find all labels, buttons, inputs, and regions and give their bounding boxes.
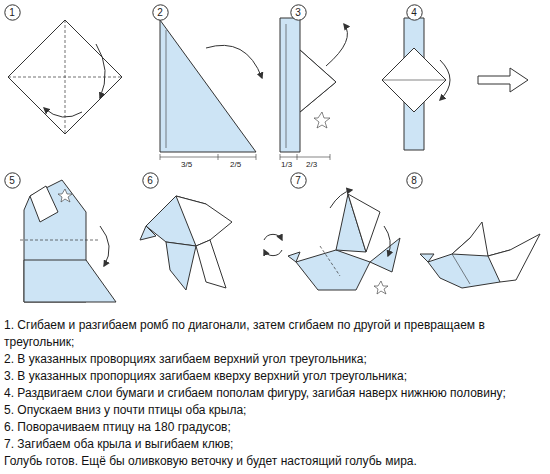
bird-wing <box>452 222 488 256</box>
instruction-text: 3. В указанных пропорциях загибаем кверх… <box>4 368 544 385</box>
paper-diamond <box>382 48 446 112</box>
step-number-text: 7 <box>290 172 307 189</box>
bird-wing <box>176 196 232 246</box>
press-star <box>314 112 330 128</box>
fold-line <box>20 240 100 241</box>
paper-edge <box>286 24 287 148</box>
step-number: 4 <box>406 4 423 21</box>
step-number-text: 1 <box>4 4 21 21</box>
dimension-tick <box>160 154 161 160</box>
instruction-text: 5. Опускаем вниз у почти птицы оба крыла… <box>4 402 544 419</box>
press-star <box>58 189 72 202</box>
fold-line <box>320 246 340 276</box>
step-number: 5 <box>4 172 21 189</box>
fold-line <box>382 80 446 81</box>
dimension-tick <box>256 154 257 160</box>
step-number-text: 8 <box>406 172 423 189</box>
step-number: 1 <box>4 4 21 21</box>
instruction-text: Голубь готов. Ещё бы оливковую веточку и… <box>4 453 544 470</box>
step-number-text: 5 <box>4 172 21 189</box>
fold-arrow <box>384 226 390 256</box>
step-circle-outline <box>406 4 421 19</box>
instruction-text: 7. Загибаем оба крыла и выгибаем клюв; <box>4 436 544 453</box>
step-number-text: 4 <box>406 4 423 21</box>
step-circle-outline <box>4 172 19 187</box>
bird-tail <box>370 238 400 272</box>
instructions: 1. Сгибаем и разгибаем ромб по диагонали… <box>4 317 544 470</box>
step-number: 6 <box>142 172 159 189</box>
bird-body <box>296 250 370 290</box>
rotate-arrow <box>264 250 282 256</box>
step-circle-outline <box>142 172 157 187</box>
step-number-text: 6 <box>142 172 159 189</box>
fold-arrow <box>96 44 105 98</box>
step-number: 7 <box>290 172 307 189</box>
instruction-text: 1. Сгибаем и разгибаем ромб по диагонали… <box>4 317 544 351</box>
step-number: 8 <box>406 172 423 189</box>
step-circle-outline <box>290 172 305 187</box>
instruction-text: 2. В указанных проворциях загибаем верхн… <box>4 351 544 368</box>
step-number: 3 <box>290 4 307 21</box>
dimension-label: 3/5 <box>181 160 192 169</box>
fold-arrow <box>206 45 262 78</box>
paper-folded <box>280 18 336 152</box>
bird-wing <box>24 260 116 302</box>
paper-flap <box>300 50 336 112</box>
paper-edge <box>166 30 167 148</box>
instruction-text: 4. Раздвигаем слои бумаги и сгибаем попо… <box>4 385 544 402</box>
step-number-text: 2 <box>152 4 169 21</box>
paper-triangle <box>160 20 256 152</box>
bird-wing <box>196 240 226 288</box>
bird-tail <box>488 234 540 282</box>
step-circle-outline <box>4 4 19 19</box>
rotate-arrow <box>264 234 282 240</box>
dimension-tick <box>218 154 219 160</box>
dimension-label: 2/5 <box>230 160 241 169</box>
bird-beak <box>420 254 434 262</box>
dimension-tick <box>297 154 298 160</box>
step-circle-outline <box>406 172 421 187</box>
bird-beak <box>140 226 156 240</box>
dimension-line <box>280 157 330 158</box>
step-circle-outline <box>152 4 167 19</box>
fold-line <box>452 254 470 284</box>
fold-arrow <box>440 60 450 100</box>
step-number: 2 <box>152 4 169 21</box>
dimension-line <box>160 157 256 158</box>
paper-square <box>8 20 122 134</box>
bird-wing <box>348 194 380 252</box>
dimension-tick <box>280 154 281 160</box>
bird-beak <box>288 252 300 262</box>
fold-arrow <box>44 108 82 117</box>
fold-arrow <box>330 190 352 208</box>
instruction-text: 6. Поворачиваем птицу на 180 градусов; <box>4 419 544 436</box>
bird-head <box>30 186 58 222</box>
bird-wing <box>166 242 196 290</box>
next-arrow <box>478 68 528 92</box>
fold-arrow <box>326 24 347 66</box>
step-number-text: 3 <box>290 4 307 21</box>
dimension-tick <box>330 154 331 160</box>
dimension-label: 2/3 <box>306 160 317 169</box>
dimension-label: 1/3 <box>281 160 292 169</box>
press-star <box>374 281 388 294</box>
fold-arrow <box>100 226 109 266</box>
step-circle-outline <box>290 4 305 19</box>
